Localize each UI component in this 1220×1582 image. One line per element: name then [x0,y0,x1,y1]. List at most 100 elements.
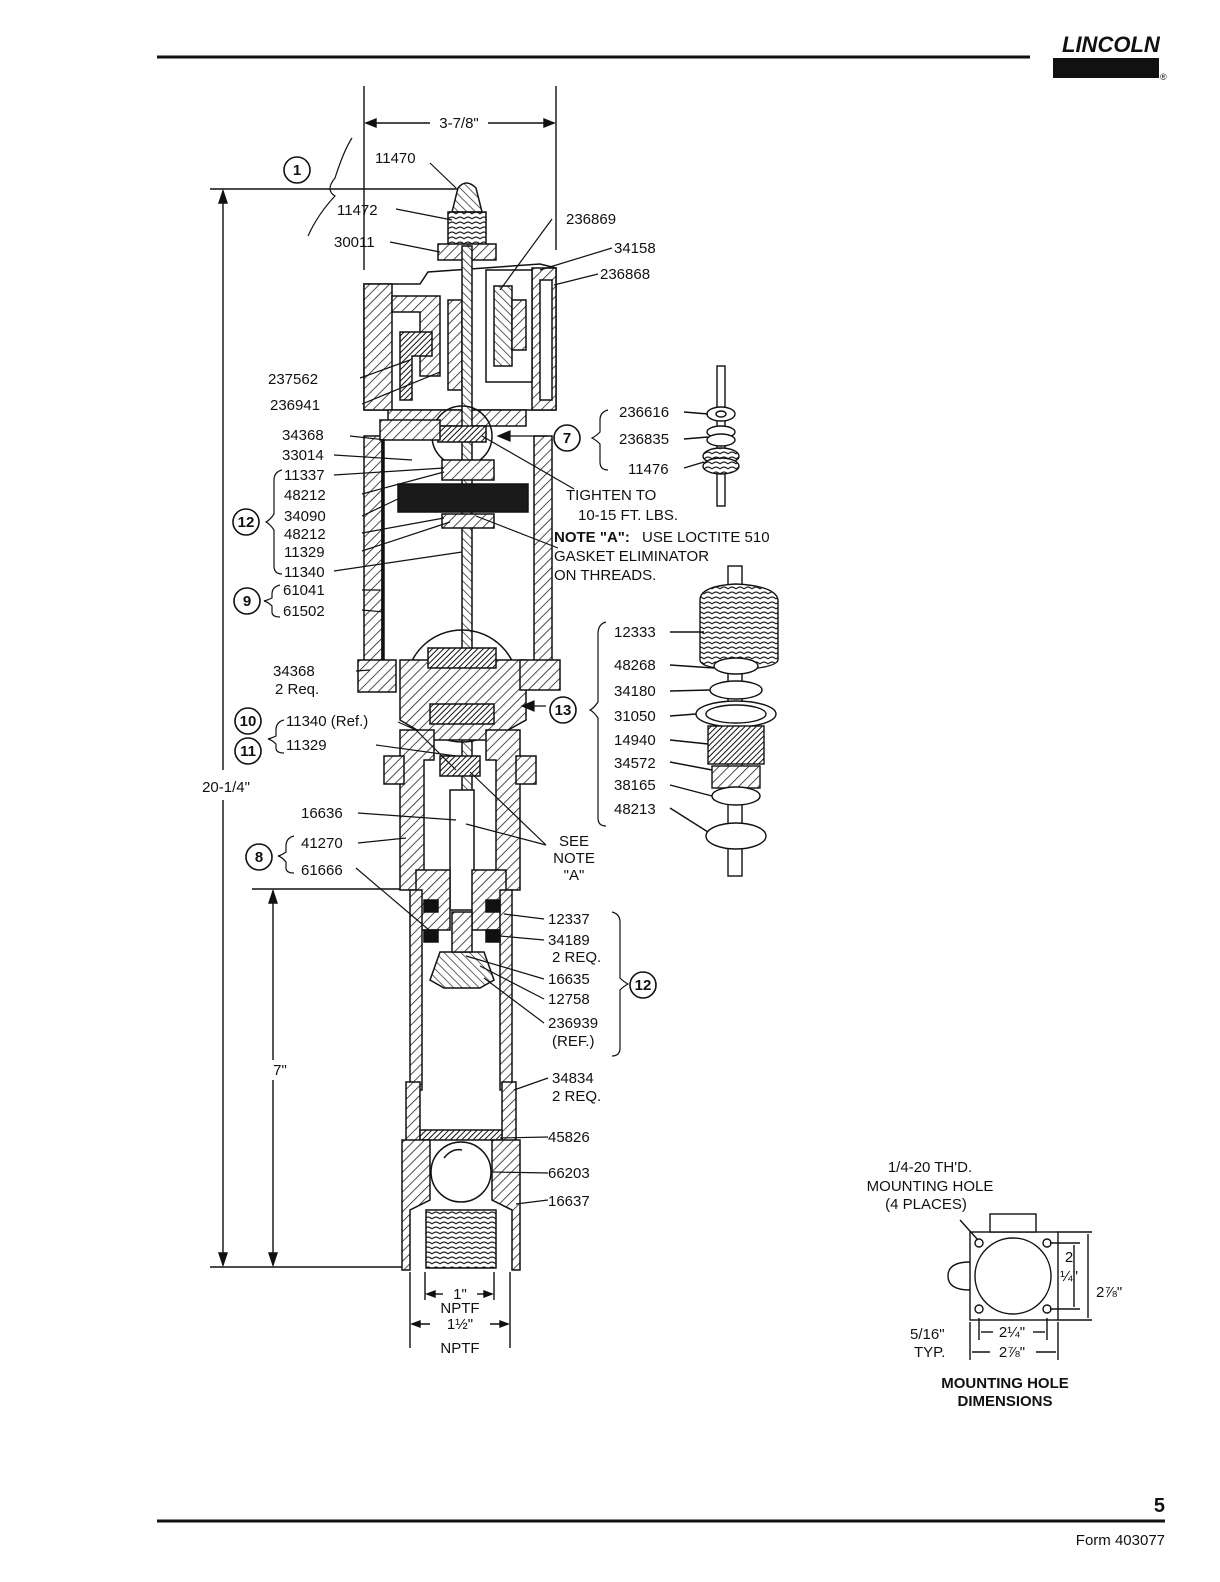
part-label: 11337 [284,467,325,484]
part-label: 11470 [375,150,416,167]
callout-11: 11 [240,743,256,760]
dim-top-width: 3-7/8" [439,115,479,132]
part-label: 34090 [284,508,326,525]
see-note-3: "A" [564,867,585,884]
part-label: 34368 [273,663,315,680]
part-label: 34180 [614,683,656,700]
part-label: 61041 [283,582,325,599]
dim-vertical-outer: 2⅞" [1096,1284,1122,1301]
registered-mark: ® [1160,72,1167,82]
assembly-notes: TIGHTEN TO 10-15 FT. LBS. NOTE "A": USE … [553,487,769,884]
note-a-label: NOTE "A": [554,529,630,546]
part-label: 48212 [284,487,326,504]
part-label: 11329 [286,737,327,754]
dim-vertical-inner-a: 2 [1065,1249,1073,1266]
part-label: 31050 [614,708,656,725]
callout-13: 13 [555,702,572,719]
callout-7: 7 [563,430,571,447]
detail-7-parts: 236616 236835 11476 [619,404,669,478]
parts-right: 236869 34158 236868 12337 34189 2 REQ. 1… [548,211,656,1210]
mounting-hole-labels: 1/4-20 TH'D. MOUNTING HOLE (4 PLACES) 2¼… [867,1159,1123,1410]
dim-horizontal-outer: 2⅞" [999,1344,1025,1361]
part-label: 236939 [548,1015,598,1032]
dim-vertical-inner-b: ¼" [1060,1268,1078,1285]
part-label: 11340 [284,564,325,581]
mounting-hole-diagram [947,1213,1092,1360]
part-label: 48213 [614,801,656,818]
edge-typical: TYP. [914,1344,945,1361]
dim-outlet-outer: 1½" [447,1316,473,1333]
part-label: 236616 [619,404,669,421]
part-label: 41270 [301,835,343,852]
note-tighten-2: 10-15 FT. LBS. [578,507,678,524]
part-label: 2 REQ. [552,949,601,966]
dim-outlet-inner-unit: NPTF [440,1300,479,1317]
callout-12-lower: 12 [635,977,652,994]
part-label: 30011 [334,234,375,251]
part-label: 12337 [548,911,590,928]
part-label: 14940 [614,732,656,749]
part-label: 2 Req. [275,681,319,698]
dim-outlet-inner: 1" [453,1286,467,1303]
note-a-line-2: GASKET ELIMINATOR [554,548,709,565]
leader-lines [263,137,630,1205]
callout-10: 10 [240,713,257,730]
edge-distance: 5/16" [910,1326,945,1343]
part-label: 16637 [548,1193,590,1210]
part-label: 236941 [270,397,320,414]
part-label: 61502 [283,603,325,620]
callout-1: 1 [293,162,301,179]
detail-13-parts: 12333 48268 34180 31050 14940 34572 3816… [614,624,656,818]
note-a-line-3: ON THREADS. [554,567,656,584]
callout-9: 9 [243,593,251,610]
mounting-hole-line-2: MOUNTING HOLE [867,1178,994,1195]
part-label: 16636 [301,805,343,822]
part-label: 45826 [548,1129,590,1146]
part-label: 34189 [548,932,590,949]
brand-name: LINCOLN [1062,32,1161,57]
callouts [232,156,657,999]
page-number: 5 [1154,1495,1165,1517]
dim-overall-height: 20-1/4" [202,779,250,796]
part-label: 11472 [337,202,378,219]
pump-cross-section [357,182,561,1271]
part-label: 11329 [284,544,325,561]
part-label: (REF.) [552,1033,595,1050]
parts-left: 11470 11472 30011 237562 236941 34368 33… [268,150,416,879]
note-a-line-1: USE LOCTITE 510 [642,529,770,546]
form-number: Form 403077 [1076,1532,1165,1549]
dim-lower-height: 7" [273,1062,287,1079]
see-note-2: NOTE [553,850,595,867]
mounting-hole-line-3: (4 PLACES) [885,1196,967,1213]
part-label: 11476 [628,461,669,478]
lincoln-logo: LINCOLN ® [1053,32,1167,82]
part-label: 34834 [552,1070,594,1087]
part-label: 236835 [619,431,669,448]
part-label: 2 REQ. [552,1088,601,1105]
part-label: 38165 [614,777,656,794]
part-label: 48268 [614,657,656,674]
mounting-title-1: MOUNTING HOLE [941,1375,1069,1392]
note-tighten-1: TIGHTEN TO [566,487,656,504]
callout-12-upper: 12 [238,514,255,531]
part-label: 16635 [548,971,590,988]
part-label: 34572 [614,755,656,772]
part-label: 48212 [284,526,326,543]
detail-13-exploded [669,565,779,877]
part-label: 236869 [566,211,616,228]
dimension-lines [210,86,557,1348]
part-label: 33014 [282,447,324,464]
dim-horizontal-inner: 2¼" [999,1324,1025,1341]
detail-7-exploded [683,365,740,507]
part-label: 34158 [614,240,656,257]
part-label: 237562 [268,371,318,388]
part-label: 66203 [548,1165,590,1182]
part-label: 12333 [614,624,656,641]
part-label: 12758 [548,991,590,1008]
part-label: 34368 [282,427,324,444]
mounting-title-2: DIMENSIONS [957,1393,1052,1410]
mounting-hole-line-1: 1/4-20 TH'D. [888,1159,972,1176]
